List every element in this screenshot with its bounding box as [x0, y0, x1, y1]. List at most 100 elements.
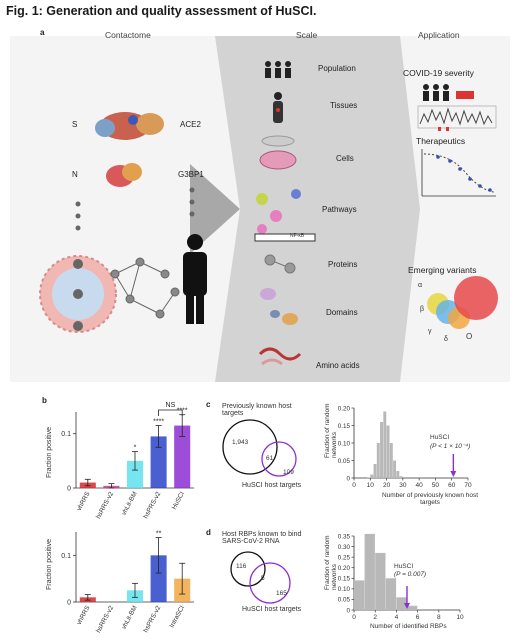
- b-bottom-significance: **: [156, 531, 162, 538]
- d-hist-bar: [407, 605, 418, 610]
- b-top-y-tick-label: 0.1: [61, 431, 71, 438]
- covid-severity-icon: [417, 84, 497, 131]
- b-top-bracket-label: NS: [166, 402, 176, 409]
- amino-acids-icon: [258, 347, 302, 366]
- c-hist-bar: [383, 411, 387, 478]
- c-x-tick-label: 10: [367, 482, 375, 489]
- scale-header: Scale: [296, 30, 318, 40]
- scale-item-proteins: Proteins: [328, 260, 358, 269]
- panel-c-label: c: [206, 400, 211, 409]
- population-icon: [265, 61, 291, 78]
- c-y-tick-label: 0.05: [338, 458, 351, 465]
- human-figure: [183, 234, 207, 324]
- c-x-tick-label: 0: [352, 482, 356, 489]
- app-therapeutics: Therapeutics: [416, 136, 466, 146]
- d-y-tick-label: 0.10: [338, 586, 351, 593]
- venn-d-label: HuSCI host targets: [242, 606, 302, 613]
- scale-item-tissues: Tissues: [330, 101, 358, 110]
- panel-a-label: a: [40, 28, 45, 37]
- chart-c-annotation: HuSCI: [430, 434, 450, 441]
- b-bottom-y-tick-label: 0.1: [61, 553, 71, 560]
- d-hist-bar: [364, 533, 375, 610]
- scale-item-domains: Domains: [326, 308, 358, 317]
- d-x-tick-label: 0: [352, 614, 356, 621]
- ace2-label: ACE2: [180, 120, 201, 129]
- chart-d-pvalue: (P = 0.007): [394, 571, 427, 578]
- contactome-dots: [75, 187, 195, 231]
- variants-icon: [427, 276, 498, 329]
- interaction-network: [110, 257, 180, 319]
- venn-d-right-count: 165: [276, 590, 287, 597]
- panel-a-graphics: [39, 36, 498, 382]
- c-hist-bar: [367, 477, 370, 478]
- d-y-tick-label: 0.15: [338, 576, 351, 583]
- virus-particle: [39, 255, 117, 333]
- venn-d-center-count: 5: [261, 575, 265, 582]
- c-arrow-head: [450, 471, 457, 477]
- d-arrow-head: [404, 603, 410, 609]
- venn-c-center-count: 61: [266, 455, 274, 462]
- d-hist-bar: [354, 580, 365, 610]
- c-hist-bar: [380, 422, 384, 478]
- chart-c-xlabel: Number of previously known host targets: [381, 492, 479, 506]
- b-top-y-tick-label: 0: [67, 486, 71, 493]
- spike-protein-structure: [95, 112, 164, 140]
- d-y-tick-label: 0.35: [338, 533, 351, 540]
- b-top-bar: [150, 436, 167, 488]
- d-x-tick-label: 8: [437, 614, 441, 621]
- chart-d-ylabel: Fraction of random networks: [324, 535, 338, 590]
- panel-b-label: b: [42, 396, 47, 405]
- venn-d-husci-circle: [249, 562, 291, 604]
- venn-d-title: Host RBPs known to bind SARS-CoV-2 RNA: [222, 531, 302, 545]
- d-y-tick-label: 0.20: [338, 565, 351, 572]
- venn-c-right-count: 109: [283, 469, 294, 476]
- b-top-bracket: [158, 409, 183, 416]
- venn-c-known-circle: [222, 419, 278, 475]
- scale-item-pathways: Pathways: [322, 205, 357, 214]
- chart-c-pvalue: (P < 1 × 10⁻⁴): [430, 443, 471, 450]
- c-hist-bar: [373, 464, 377, 478]
- venn-c-husci-circle: [261, 441, 297, 477]
- b-top-significance: *: [134, 445, 137, 452]
- app-emerging-variants: Emerging variants: [408, 265, 477, 275]
- variant-alpha: α: [418, 282, 423, 289]
- venn-d-rbp-circle: [230, 551, 266, 587]
- s-protein-label: S: [72, 120, 78, 129]
- panel-d-label: d: [206, 528, 211, 537]
- tissues-icon: [273, 92, 283, 123]
- g3bp1-label: G3BP1: [178, 170, 204, 179]
- c-hist-bar: [389, 443, 393, 478]
- c-y-tick-label: 0.20: [338, 405, 351, 412]
- c-x-tick-label: 50: [432, 482, 440, 489]
- chart-d-xlabel: Number of identified RBPs: [370, 623, 447, 630]
- venn-d-left-count: 116: [236, 563, 247, 570]
- pathways-icon: [254, 189, 316, 242]
- proteins-icon: [264, 254, 296, 274]
- venn-c-left-count: 1,943: [232, 439, 249, 446]
- venn-c-title: Previously known host targets: [222, 403, 292, 417]
- d-y-tick-label: 0.05: [338, 597, 351, 604]
- variant-delta: δ: [444, 336, 448, 343]
- contactome-arrow-shape: [190, 164, 240, 254]
- c-y-tick-label: 0.15: [338, 423, 351, 430]
- contactome-header: Contactome: [105, 30, 151, 40]
- c-y-tick-label: 0.10: [338, 440, 351, 447]
- c-x-tick-label: 40: [416, 482, 424, 489]
- c-x-tick-label: 30: [399, 482, 407, 489]
- nfkb-label: NF-κB: [290, 233, 305, 239]
- d-y-tick-label: 0.30: [338, 544, 351, 551]
- variant-gamma: γ: [428, 328, 432, 335]
- c-hist-bar: [396, 471, 400, 478]
- therapeutics-icon: [421, 149, 496, 197]
- c-hist-bar: [370, 474, 374, 478]
- c-hist-bar: [393, 460, 397, 478]
- app-covid-severity: COVID-19 severity: [403, 68, 474, 78]
- b-bottom-bar: [150, 555, 167, 602]
- b-top-bar: [174, 425, 191, 488]
- scale-item-amino-acids: Amino acids: [316, 361, 360, 370]
